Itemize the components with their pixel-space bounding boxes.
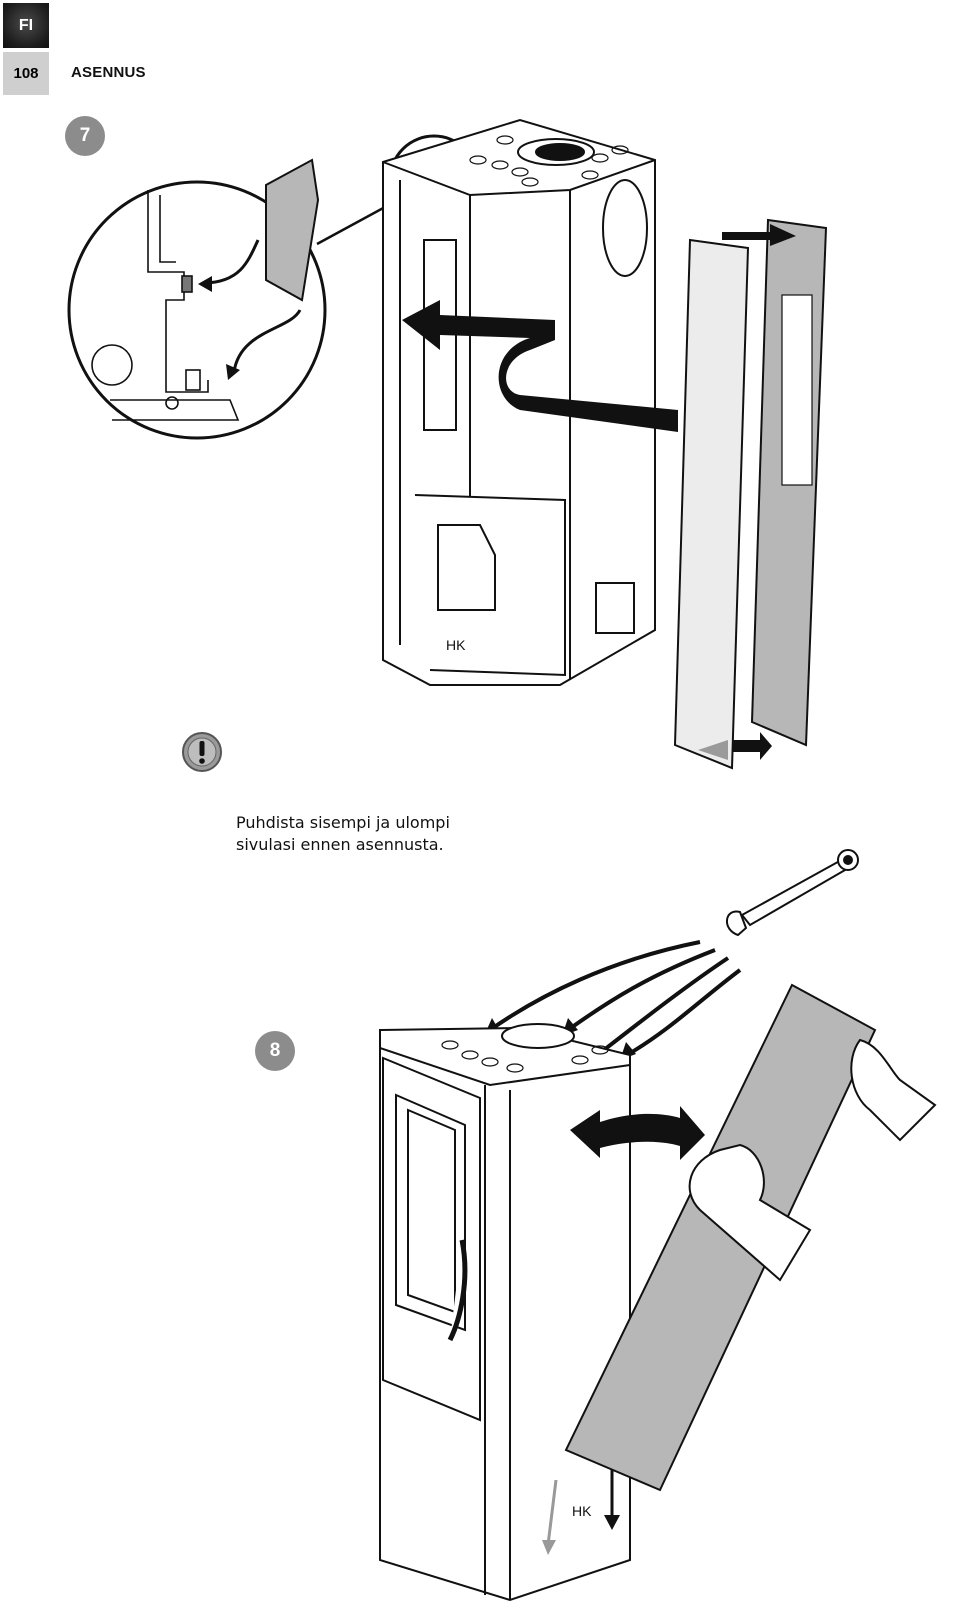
step-8-badge: 8 xyxy=(255,1031,295,1071)
step-8-number: 8 xyxy=(269,1040,281,1061)
wrench-icon xyxy=(726,849,859,937)
detail-glass-panel xyxy=(265,158,320,302)
stove-top-holes-step-8 xyxy=(441,1040,609,1073)
insert-arrow xyxy=(402,300,678,432)
stamp-mark-step-8: HK xyxy=(572,1503,592,1519)
swap-arrow xyxy=(570,1106,705,1160)
exclamation-warning-icon xyxy=(182,732,222,772)
step-7-illustration: HK xyxy=(67,118,828,770)
detail-bracket-drawing xyxy=(91,190,240,421)
hands xyxy=(688,1038,937,1282)
language-code: FI xyxy=(18,16,34,34)
step-7-number: 7 xyxy=(79,125,91,146)
screw-arrows xyxy=(488,940,742,1072)
stove-top-holes xyxy=(469,135,629,187)
language-tab: FI xyxy=(3,3,49,48)
note-line-2: sivulasi ennen asennusta. xyxy=(236,835,444,854)
installation-note: Puhdista sisempi ja ulompi sivulasi enne… xyxy=(236,812,450,856)
detail-magnifier xyxy=(67,180,327,440)
side-panel-step-8 xyxy=(564,983,877,1492)
step-7-badge: 7 xyxy=(65,116,105,156)
page-number-tab: 108 xyxy=(3,52,49,95)
section-title: ASENNUS xyxy=(71,64,146,81)
note-line-1: Puhdista sisempi ja ulompi xyxy=(236,813,450,832)
stamp-mark-step-7: HK xyxy=(446,637,466,653)
stove-body-step-8 xyxy=(379,1023,631,1602)
page-number: 108 xyxy=(13,65,39,82)
outer-glass-panel xyxy=(673,238,750,770)
